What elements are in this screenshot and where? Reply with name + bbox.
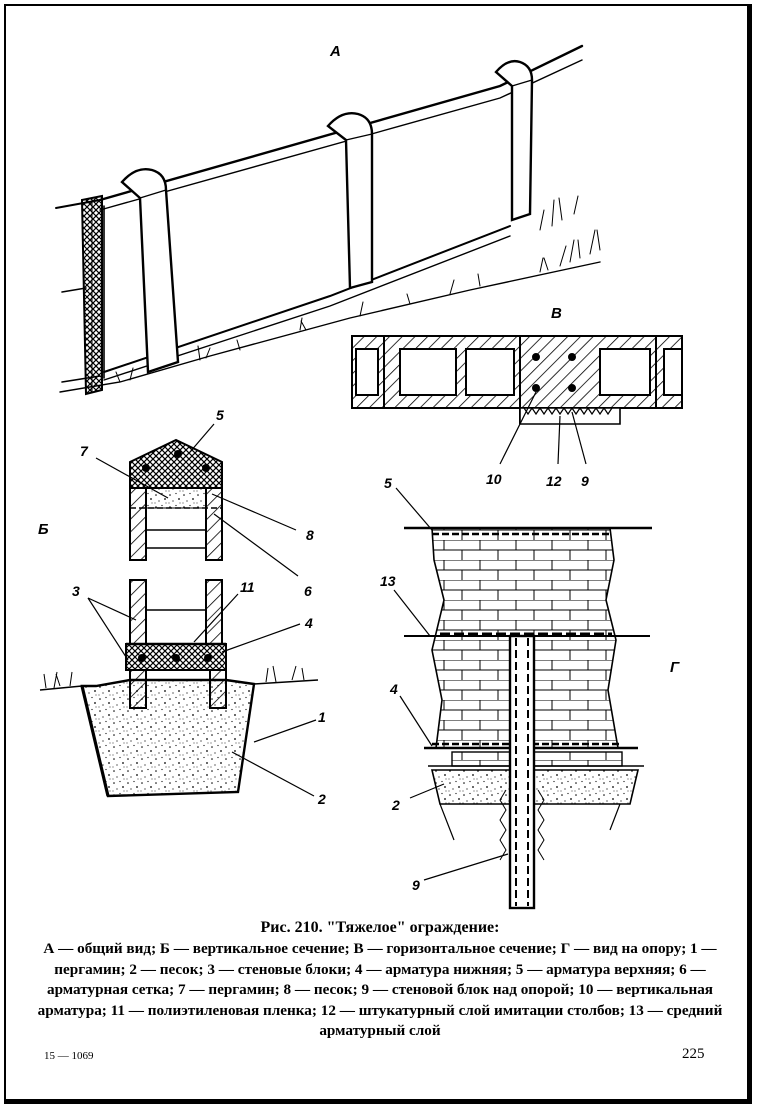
callout-b-8: 8: [306, 527, 314, 543]
page-border: [4, 4, 752, 1104]
figure-caption: Рис. 210. "Тяжелое" ограждение: А — общи…: [30, 918, 730, 1042]
callout-g-5: 5: [384, 475, 392, 491]
view-v-horizontal-section: [351, 335, 683, 465]
callout-g-9: 9: [412, 877, 420, 893]
page-number: 225: [682, 1046, 705, 1062]
callout-b-3: 3: [72, 583, 80, 599]
view-g-support-view: [393, 487, 652, 910]
callout-v-10: 10: [486, 471, 502, 487]
view-v-label: В: [551, 305, 562, 322]
callout-v-12: 12: [546, 473, 562, 489]
callout-b-11: 11: [240, 579, 255, 595]
view-b-vertical-section: [39, 423, 319, 798]
caption-legend: А — общий вид; Б — вертикальное сечение;…: [37, 940, 723, 1039]
view-g-label: Г: [670, 659, 680, 676]
callout-v-9: 9: [581, 473, 589, 489]
callout-b-1: 1: [318, 709, 326, 725]
callout-g-13: 13: [380, 573, 396, 589]
view-b-label: Б: [38, 521, 49, 538]
callout-b-2: 2: [317, 791, 326, 807]
callout-b-7: 7: [80, 443, 89, 459]
callout-b-5: 5: [216, 407, 224, 423]
caption-title: Рис. 210. "Тяжелое" ограждение:: [260, 919, 500, 936]
view-a-label: А: [329, 43, 341, 60]
callout-g-2: 2: [391, 797, 400, 813]
signature-mark: 15 — 1069: [44, 1050, 94, 1062]
callout-b-6: 6: [304, 583, 312, 599]
callout-b-4: 4: [304, 615, 313, 631]
view-a-general-view: [55, 44, 601, 396]
callout-g-4: 4: [389, 681, 398, 697]
